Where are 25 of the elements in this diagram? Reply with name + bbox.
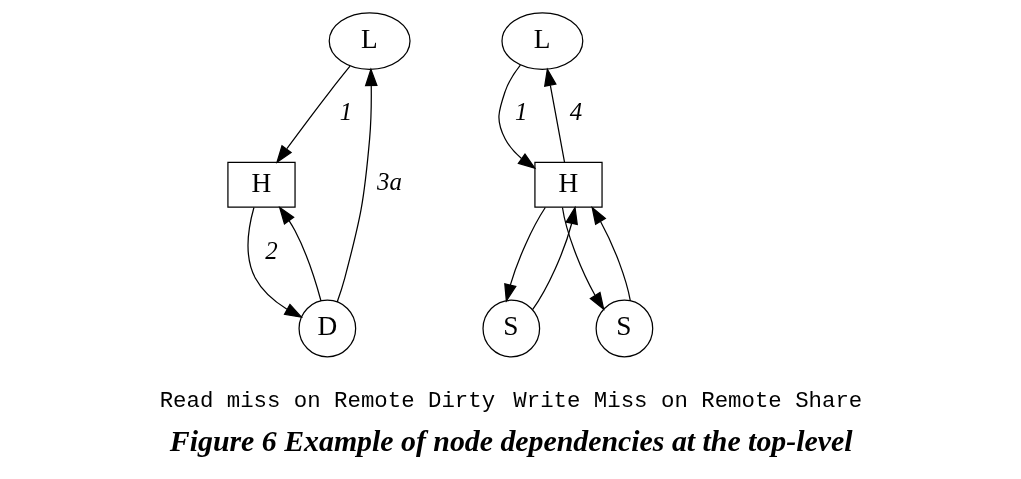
caption: Figure 6 Example of node dependencies at the top-level xyxy=(169,424,852,458)
node-box: H xyxy=(226,161,296,208)
node-circle: S xyxy=(481,299,540,358)
edge-label: 4 xyxy=(569,98,582,126)
arrow xyxy=(543,67,565,163)
arrow xyxy=(247,206,303,319)
node-circle: S xyxy=(595,299,653,358)
arrow xyxy=(336,67,378,303)
edge-label: 2 xyxy=(264,237,278,265)
node-box: H xyxy=(533,161,603,208)
label: Read miss on Remote Dirty xyxy=(159,387,495,414)
arrow xyxy=(531,205,578,311)
arrow xyxy=(497,64,536,170)
edge-label: 3a xyxy=(376,167,402,195)
arrow xyxy=(278,205,322,302)
arrow xyxy=(503,206,546,303)
node-ellipse: L xyxy=(500,12,583,70)
node-circle: D xyxy=(297,299,356,358)
edge-label: 1 xyxy=(339,98,352,126)
arrow xyxy=(561,206,605,311)
arrow xyxy=(275,65,351,164)
arrow xyxy=(590,205,631,302)
node-ellipse: L xyxy=(328,12,411,70)
label: Write Miss on Remote Share xyxy=(512,387,862,414)
edge-label: 1 xyxy=(514,98,527,126)
